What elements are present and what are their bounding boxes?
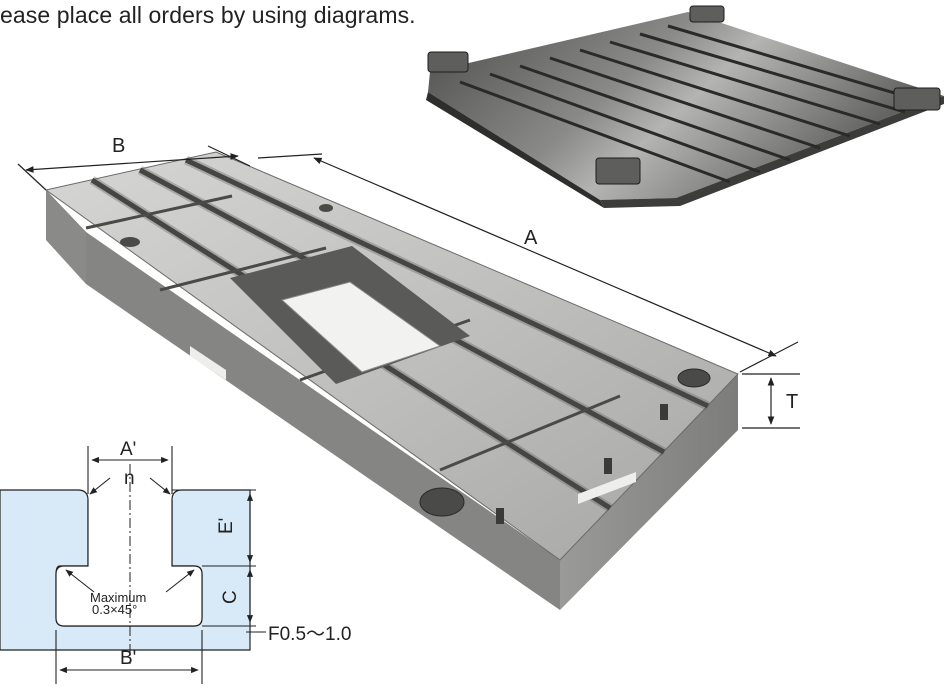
dimension-label-n: n — [124, 468, 135, 489]
bolt-hole-icon — [419, 487, 465, 517]
maximum-value-label: 0.3×45° — [92, 602, 137, 617]
bolt-hole-icon — [120, 237, 140, 247]
bolt-hole-icon — [319, 204, 333, 212]
cross-section-dimensions — [55, 446, 266, 684]
dimension-label-A-prime: A' — [120, 439, 136, 460]
dimension-lines — [17, 145, 800, 429]
dimension-label-A: A — [524, 227, 538, 249]
dimension-label-B: B — [112, 135, 125, 157]
dimension-label-E-prime: E' — [216, 518, 237, 534]
dimension-label-C: C — [220, 590, 241, 604]
order-instruction-heading: ease place all orders by using diagrams. — [0, 2, 416, 28]
dimension-label-B-prime: B' — [120, 648, 136, 669]
dimension-label-T: T — [786, 391, 798, 413]
bolt-hole-icon — [677, 368, 711, 388]
t-slot-plate-photo — [426, 5, 944, 208]
t-slot-cross-section — [0, 464, 251, 664]
maximum-label: Maximum — [90, 590, 146, 605]
chamfer-note-label: F0.5〜1.0 — [268, 624, 351, 645]
